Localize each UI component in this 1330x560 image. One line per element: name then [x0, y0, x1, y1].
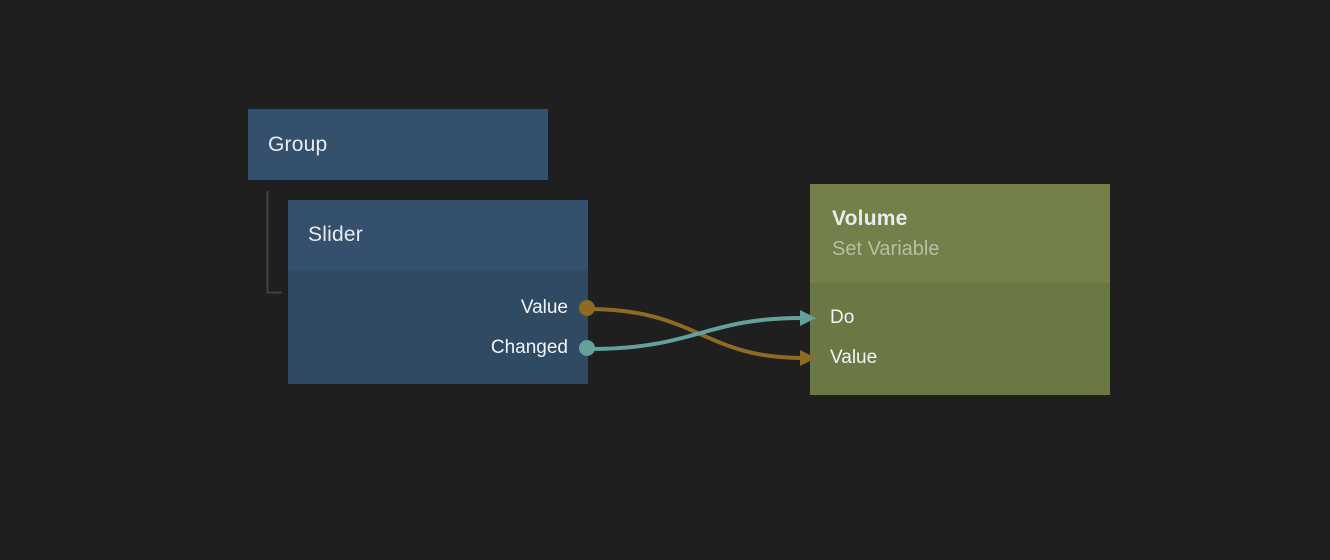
group-child-link-line: [266, 191, 282, 294]
node-volume-title: Volume: [832, 207, 908, 230]
output-row-changed: Changed: [288, 328, 595, 368]
output-label-value: Value: [520, 297, 568, 318]
node-volume-subtitle: Set Variable: [832, 238, 940, 260]
input-port-do[interactable]: [800, 310, 816, 326]
wire-changed-to-do[interactable]: [588, 316, 803, 351]
input-label-value: Value: [830, 347, 878, 368]
node-volume[interactable]: Volume Set Variable Do Value: [800, 184, 1110, 395]
input-row-do: Do: [800, 298, 1110, 338]
output-label-changed: Changed: [490, 337, 568, 358]
node-volume-body: Do Value: [800, 283, 1110, 395]
input-port-value[interactable]: [800, 350, 816, 366]
node-group-title: Group: [268, 133, 328, 156]
node-volume-header[interactable]: Volume Set Variable: [810, 184, 1110, 283]
output-row-value: Value: [288, 288, 595, 328]
output-port-value[interactable]: [579, 300, 595, 316]
node-slider-title: Slider: [308, 223, 363, 246]
output-port-changed[interactable]: [579, 340, 595, 356]
node-slider[interactable]: Slider Value Changed: [288, 200, 595, 384]
input-label-do: Do: [830, 307, 855, 328]
node-slider-header[interactable]: Slider: [288, 200, 588, 270]
node-slider-body: Value Changed: [288, 270, 595, 384]
input-row-value: Value: [800, 338, 1110, 378]
node-group[interactable]: Group: [248, 109, 548, 180]
